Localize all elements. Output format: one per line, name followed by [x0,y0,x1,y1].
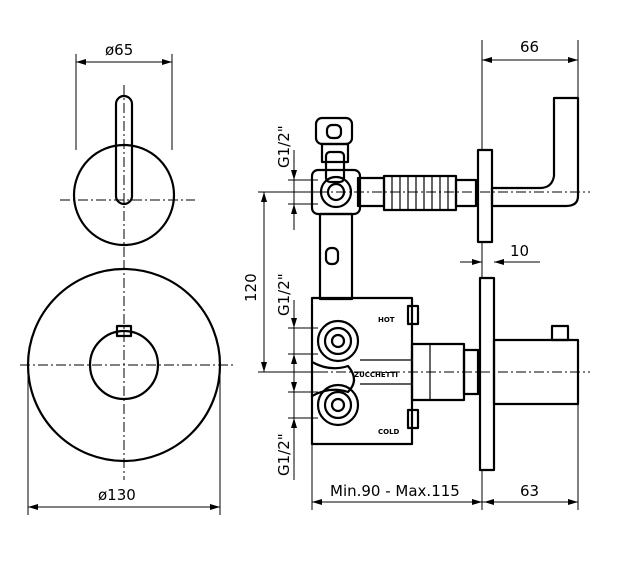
label-brand: ZUCCHETTI [354,371,398,379]
dim-plate-thickness: 10 [510,242,529,260]
dim-dia-small: ø65 [105,41,133,59]
dim-dia-large: ø130 [98,486,136,504]
large-plate-front-view: ø130 [20,260,235,515]
small-plate-front-view: ø65 [60,41,195,260]
dim-body-depth: Min.90 - Max.115 [330,482,460,500]
dim-thread-mid: G1/2" [275,273,293,316]
dim-handle-depth: 66 [520,38,539,56]
label-hot: HOT [378,316,395,324]
dim-knob-depth: 63 [520,482,539,500]
dim-spacing: 120 [242,273,260,302]
ribbed-spindle [382,174,478,212]
handle-side-view [476,96,580,472]
dim-thread-bottom: G1/2" [275,433,293,476]
label-cold: COLD [378,428,400,436]
valve-body-side-view: HOT ZUCCHETTI COLD [300,116,590,446]
dim-thread-top: G1/2" [275,125,293,168]
dimension-lines: 66 10 120 G1/2" G1/2" G1/ [242,38,579,510]
